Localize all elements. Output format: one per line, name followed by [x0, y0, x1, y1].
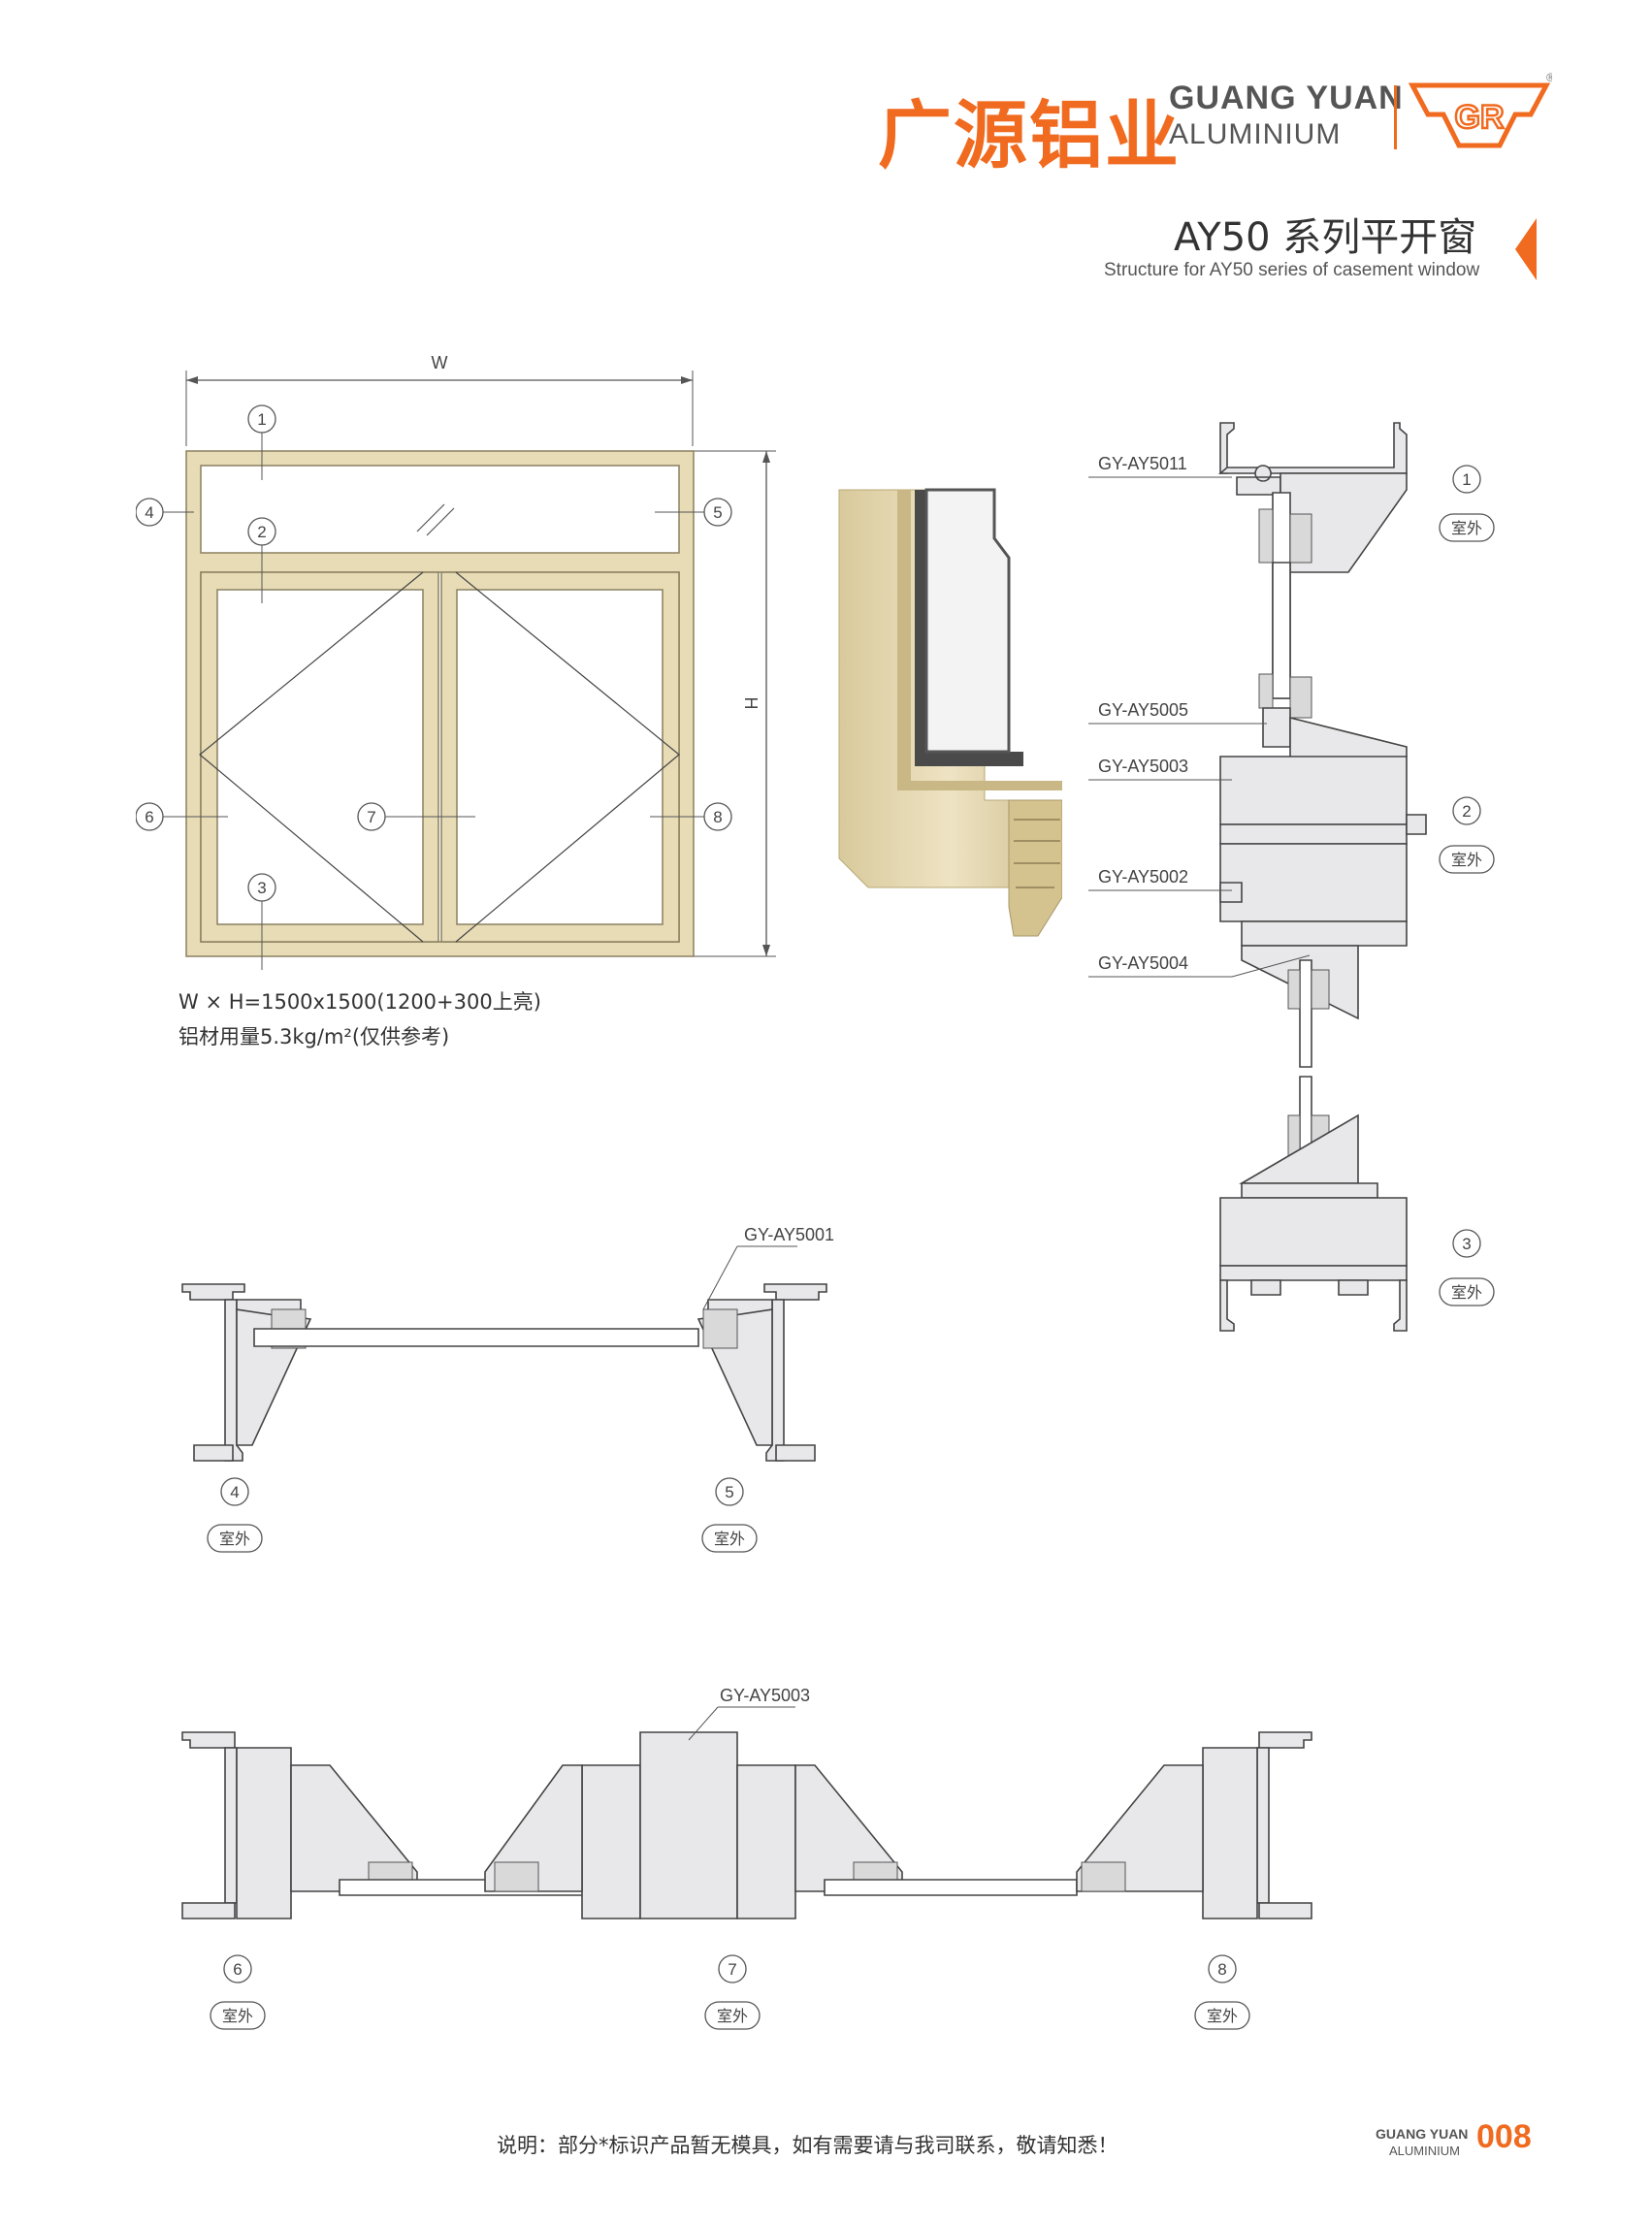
svg-text:GY-AY5011: GY-AY5011 [1098, 454, 1187, 473]
brand-logo: GR ® [1408, 71, 1552, 148]
footer-brand-line2: ALUMINIUM [1389, 2144, 1460, 2158]
marker-3: 3 [247, 873, 276, 970]
svg-text:GY-AY5003: GY-AY5003 [1098, 757, 1188, 776]
svg-text:3: 3 [257, 879, 266, 897]
svg-text:室外: 室外 [222, 2008, 253, 2025]
height-label: H [741, 697, 761, 710]
leader-gy-ay5003: GY-AY5003 [1088, 757, 1232, 781]
page-subtitle: Structure for AY50 series of casement wi… [1104, 260, 1480, 280]
spec-material-usage: 铝材用量5.3kg/m²(仅供参考) [178, 1025, 450, 1048]
leader-gy-ay5004: GY-AY5004 [1088, 953, 1311, 978]
marker-7: 7 [357, 802, 475, 831]
brand-name-en-line1: GUANG YUAN [1169, 80, 1404, 116]
section-glass-right [824, 1879, 1078, 1896]
svg-text:室外: 室外 [1451, 852, 1482, 869]
section-marker-7: 7 室外 [704, 1954, 761, 2030]
vertical-section-drawing: GY-AY5011 GY-AY5005 GY-AY5003 GY-AY5002 … [1088, 422, 1495, 1332]
marker-2: 2 [247, 517, 276, 603]
svg-text:4: 4 [230, 1483, 239, 1501]
svg-text:室外: 室外 [1451, 1284, 1482, 1302]
svg-text:GY-AY5002: GY-AY5002 [1098, 867, 1188, 887]
profile-middle [1219, 562, 1427, 922]
logo-text: GR [1455, 99, 1505, 136]
sash-left [200, 571, 439, 943]
registered-mark: ® [1546, 71, 1552, 84]
horizontal-section-6-7-8: GY-AY5003 6 室外 7 室外 8 室外 [181, 1686, 1312, 2030]
svg-text:8: 8 [713, 808, 722, 826]
svg-text:1: 1 [1462, 470, 1471, 489]
footer-note: 说明：部分*标识产品暂无模具，如有需要请与我司联系，敬请知悉！ [497, 2134, 1118, 2157]
svg-text:7: 7 [367, 808, 375, 826]
section-marker-2: 2 室外 [1439, 796, 1495, 874]
svg-text:室外: 室外 [717, 2008, 748, 2025]
svg-text:6: 6 [145, 808, 153, 826]
title-arrow-tab [1515, 218, 1537, 280]
svg-text:6: 6 [233, 1960, 242, 1979]
section-marker-6: 6 室外 [210, 1954, 266, 2030]
section-marker-4: 4 室外 [207, 1477, 263, 1553]
footer-brand-line1: GUANG YUAN [1376, 2126, 1469, 2142]
opening-indicator-right [455, 571, 680, 943]
brand-name-cn: 广源铝业 [878, 92, 1181, 178]
marker-8: 8 [650, 802, 732, 831]
svg-text:1: 1 [257, 410, 266, 429]
page-title: AY50 系列平开窗 [1174, 215, 1477, 260]
brand-name-en-line2: ALUMINIUM [1169, 118, 1342, 150]
profile-end-section [1008, 799, 1062, 937]
section-glass [253, 1328, 699, 1347]
svg-text:4: 4 [145, 503, 153, 522]
section-marker-3: 3 室外 [1439, 1229, 1495, 1306]
glass-mark [416, 503, 455, 536]
svg-text:室外: 室外 [219, 1531, 250, 1548]
marker-5: 5 [655, 498, 732, 527]
window-elevation-drawing: W H 1 2 3 4 5 6 [136, 353, 776, 970]
glass-pane [924, 488, 1011, 754]
section-marker-1: 1 室外 [1439, 465, 1495, 542]
horizontal-section-4-5: GY-AY5001 4 室外 5 室外 [181, 1225, 834, 1553]
svg-text:室外: 室外 [1207, 2008, 1238, 2025]
profile-bottom-frame [1219, 1076, 1408, 1332]
profile-lower-sash [1241, 920, 1408, 1068]
sash-right [440, 571, 680, 943]
leader-gy-ay5005: GY-AY5005 [1088, 700, 1267, 725]
svg-text:2: 2 [257, 523, 266, 541]
leader-gy-ay5003-bottom: GY-AY5003 [688, 1686, 810, 1741]
leader-gy-ay5001: GY-AY5001 [702, 1225, 834, 1310]
svg-text:5: 5 [713, 503, 722, 522]
profile-left-jamb [181, 1283, 312, 1462]
corner-profile-render [838, 488, 1062, 937]
brand-separator [1394, 85, 1397, 149]
svg-text:3: 3 [1462, 1235, 1471, 1253]
profile-top-frame [1217, 422, 1408, 699]
leader-gy-ay5002: GY-AY5002 [1088, 867, 1232, 891]
svg-text:GY-AY5001: GY-AY5001 [744, 1225, 834, 1244]
marker-6: 6 [136, 802, 228, 831]
spec-dimensions: W × H=1500x1500(1200+300上亮) [178, 990, 541, 1014]
svg-text:GY-AY5003: GY-AY5003 [720, 1686, 810, 1705]
svg-text:5: 5 [725, 1483, 733, 1501]
svg-text:2: 2 [1462, 802, 1471, 821]
width-label: W [432, 353, 448, 372]
svg-text:室外: 室外 [1451, 520, 1482, 537]
section-marker-5: 5 室外 [701, 1477, 758, 1553]
page-number: 008 [1476, 2118, 1532, 2155]
profile-right-jamb [696, 1283, 827, 1462]
profile-right-frame [1076, 1731, 1312, 1919]
section-marker-8: 8 室外 [1194, 1954, 1250, 2030]
svg-text:GY-AY5005: GY-AY5005 [1098, 700, 1188, 720]
marker-4: 4 [136, 498, 194, 527]
svg-text:GY-AY5004: GY-AY5004 [1098, 953, 1188, 973]
opening-indicator-left [199, 571, 424, 943]
marker-1: 1 [247, 404, 276, 480]
logo-emblem-shape [1408, 82, 1551, 148]
svg-text:8: 8 [1217, 1960, 1226, 1979]
svg-text:室外: 室外 [714, 1531, 745, 1548]
svg-text:7: 7 [728, 1960, 736, 1979]
leader-gy-ay5011: GY-AY5011 [1088, 454, 1232, 478]
